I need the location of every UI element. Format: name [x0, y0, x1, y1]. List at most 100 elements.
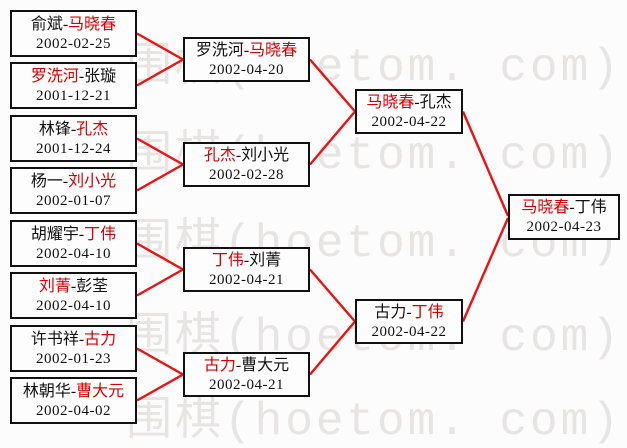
match-players: 胡耀宇-丁伟: [31, 224, 116, 245]
name-separator: -: [243, 41, 250, 59]
player2-name: 张璇: [84, 67, 117, 85]
match-players: 林锋-孔杰: [39, 119, 108, 140]
name-separator: -: [70, 120, 77, 138]
match-date: 2002-01-23: [36, 350, 111, 367]
match-date: 2002-04-21: [209, 376, 284, 393]
player2-name: 刘菁: [249, 251, 282, 269]
player2-name: 刘小光: [241, 146, 290, 164]
name-separator: -: [78, 225, 85, 243]
match-box-round1-8: 林朝华-曹大元 2002-04-02: [10, 377, 137, 424]
match-players: 许书祥-古力: [31, 329, 116, 350]
player1-name: 马晓春: [521, 199, 570, 216]
match-date: 2002-04-02: [36, 402, 111, 419]
name-separator: -: [406, 303, 412, 321]
match-players: 马晓春-丁伟: [521, 197, 606, 218]
name-separator: -: [235, 356, 242, 374]
connector-line: [461, 217, 510, 322]
match-date: 2001-12-24: [36, 140, 111, 157]
match-box-round1-7: 许书祥-古力 2002-01-23: [10, 325, 137, 372]
match-date: 2002-02-25: [36, 35, 111, 52]
match-date: 2002-04-23: [526, 219, 602, 235]
connector-line: [309, 58, 356, 113]
match-date: 2002-01-07: [36, 192, 111, 209]
match-players: 古力-曹大元: [204, 355, 289, 376]
match-date: 2002-04-22: [371, 113, 447, 130]
match-players: 孔杰-刘小光: [204, 145, 289, 166]
connector-line: [136, 373, 184, 402]
player1-name: 丁伟: [211, 251, 244, 269]
player1-name: 马晓春: [366, 93, 415, 111]
name-separator: -: [414, 93, 420, 111]
match-box-semifinal-1: 马晓春-孔杰 2002-04-22: [355, 89, 463, 134]
player1-name: 古力: [374, 303, 407, 321]
match-box-round1-2: 罗洗河-张璇 2001-12-21: [10, 62, 137, 109]
name-separator: -: [62, 172, 69, 190]
player1-name: 许书祥: [30, 330, 79, 348]
match-players: 杨一-刘小光: [31, 171, 116, 192]
name-separator: -: [70, 382, 77, 400]
match-box-round1-3: 林锋-孔杰 2001-12-24: [10, 115, 137, 162]
player2-name: 曹大元: [76, 382, 125, 400]
player2-name: 丁伟: [411, 303, 444, 321]
match-date: 2002-04-22: [371, 323, 447, 340]
match-players: 林朝华-曹大元: [23, 381, 124, 402]
match-players: 古力-丁伟: [374, 302, 443, 323]
match-box-round2-2: 孔杰-刘小光 2002-02-28: [183, 142, 310, 187]
player2-name: 孔杰: [419, 93, 452, 111]
connector-line: [309, 320, 356, 376]
player1-name: 刘菁: [38, 277, 71, 295]
name-separator: -: [62, 15, 69, 33]
match-box-round1-4: 杨一-刘小光 2002-01-07: [10, 167, 137, 214]
connector-line: [136, 32, 184, 61]
player1-name: 俞斌: [30, 15, 63, 33]
match-players: 马晓春-孔杰: [366, 92, 451, 113]
connector-line: [136, 347, 184, 376]
player1-name: 林锋: [38, 120, 71, 138]
name-separator: -: [243, 251, 250, 269]
player1-name: 罗洗河: [195, 41, 244, 59]
name-separator: -: [78, 330, 85, 348]
match-players: 刘菁-彭荃: [39, 276, 108, 297]
player2-name: 马晓春: [249, 41, 298, 59]
player2-name: 丁伟: [84, 225, 117, 243]
player2-name: 丁伟: [574, 199, 607, 216]
match-box-round2-4: 古力-曹大元 2002-04-21: [183, 352, 310, 397]
match-players: 罗洗河-张璇: [31, 66, 116, 87]
connector-line: [136, 137, 184, 166]
player2-name: 古力: [84, 330, 117, 348]
match-date: 2002-04-10: [36, 245, 111, 262]
match-players: 罗洗河-马晓春: [196, 40, 297, 61]
match-players: 俞斌-马晓春: [31, 14, 116, 35]
match-date: 2002-04-10: [36, 297, 111, 314]
connector-line: [309, 268, 356, 323]
match-date: 2002-02-28: [209, 166, 284, 183]
player1-name: 林朝华: [22, 382, 71, 400]
match-date: 2002-04-20: [209, 61, 284, 78]
player2-name: 马晓春: [68, 15, 117, 33]
connector-line: [136, 268, 184, 297]
player1-name: 孔杰: [203, 146, 236, 164]
connector-line: [309, 110, 356, 166]
name-separator: -: [70, 277, 77, 295]
match-box-final: 马晓春-丁伟 2002-04-23: [508, 194, 620, 240]
connector-line: [461, 111, 510, 217]
player1-name: 罗洗河: [30, 67, 79, 85]
player2-name: 孔杰: [76, 120, 109, 138]
match-date: 2001-12-21: [36, 87, 111, 104]
player1-name: 杨一: [30, 172, 63, 190]
name-separator: -: [78, 67, 85, 85]
match-box-round1-5: 胡耀宇-丁伟 2002-04-10: [10, 220, 137, 267]
match-players: 丁伟-刘菁: [212, 250, 281, 271]
connector-line: [136, 58, 184, 87]
player2-name: 曹大元: [241, 356, 290, 374]
match-box-semifinal-2: 古力-丁伟 2002-04-22: [355, 299, 463, 344]
match-box-round1-6: 刘菁-彭荃 2002-04-10: [10, 272, 137, 319]
match-box-round2-3: 丁伟-刘菁 2002-04-21: [183, 247, 310, 292]
connector-line: [136, 242, 184, 271]
connector-line: [136, 163, 184, 192]
bracket-connectors: [136, 32, 510, 402]
match-box-round2-1: 罗洗河-马晓春 2002-04-20: [183, 37, 310, 82]
match-box-round1-1: 俞斌-马晓春 2002-02-25: [10, 10, 137, 57]
match-date: 2002-04-21: [209, 271, 284, 288]
name-separator: -: [569, 199, 575, 216]
